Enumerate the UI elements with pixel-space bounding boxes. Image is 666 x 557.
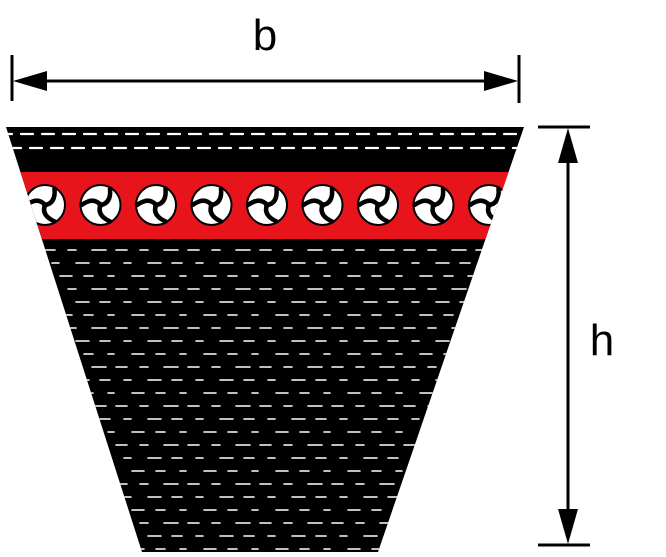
tension-cord-icon: [356, 184, 399, 226]
height-label: h: [590, 316, 614, 365]
tension-cord-icon: [412, 184, 455, 226]
width-dimension: b: [10, 11, 521, 103]
top-fabric-layer: [6, 132, 524, 150]
tension-cords: [23, 184, 510, 226]
height-dimension: h: [538, 125, 614, 547]
tension-cord-icon: [23, 184, 66, 226]
arrowhead-top-icon: [558, 128, 578, 163]
tension-cord-icon: [301, 184, 344, 226]
belt-cross-section: [6, 127, 524, 552]
tension-cord-icon: [190, 184, 233, 226]
arrowhead-left-icon: [13, 71, 47, 91]
tension-cord-icon: [79, 184, 122, 226]
tension-cord-icon: [245, 184, 288, 226]
arrowhead-bottom-icon: [558, 509, 578, 544]
tension-cord-icon: [134, 184, 177, 226]
tension-cord-icon: [467, 184, 510, 226]
arrowhead-right-icon: [484, 71, 518, 91]
width-label: b: [253, 11, 277, 60]
